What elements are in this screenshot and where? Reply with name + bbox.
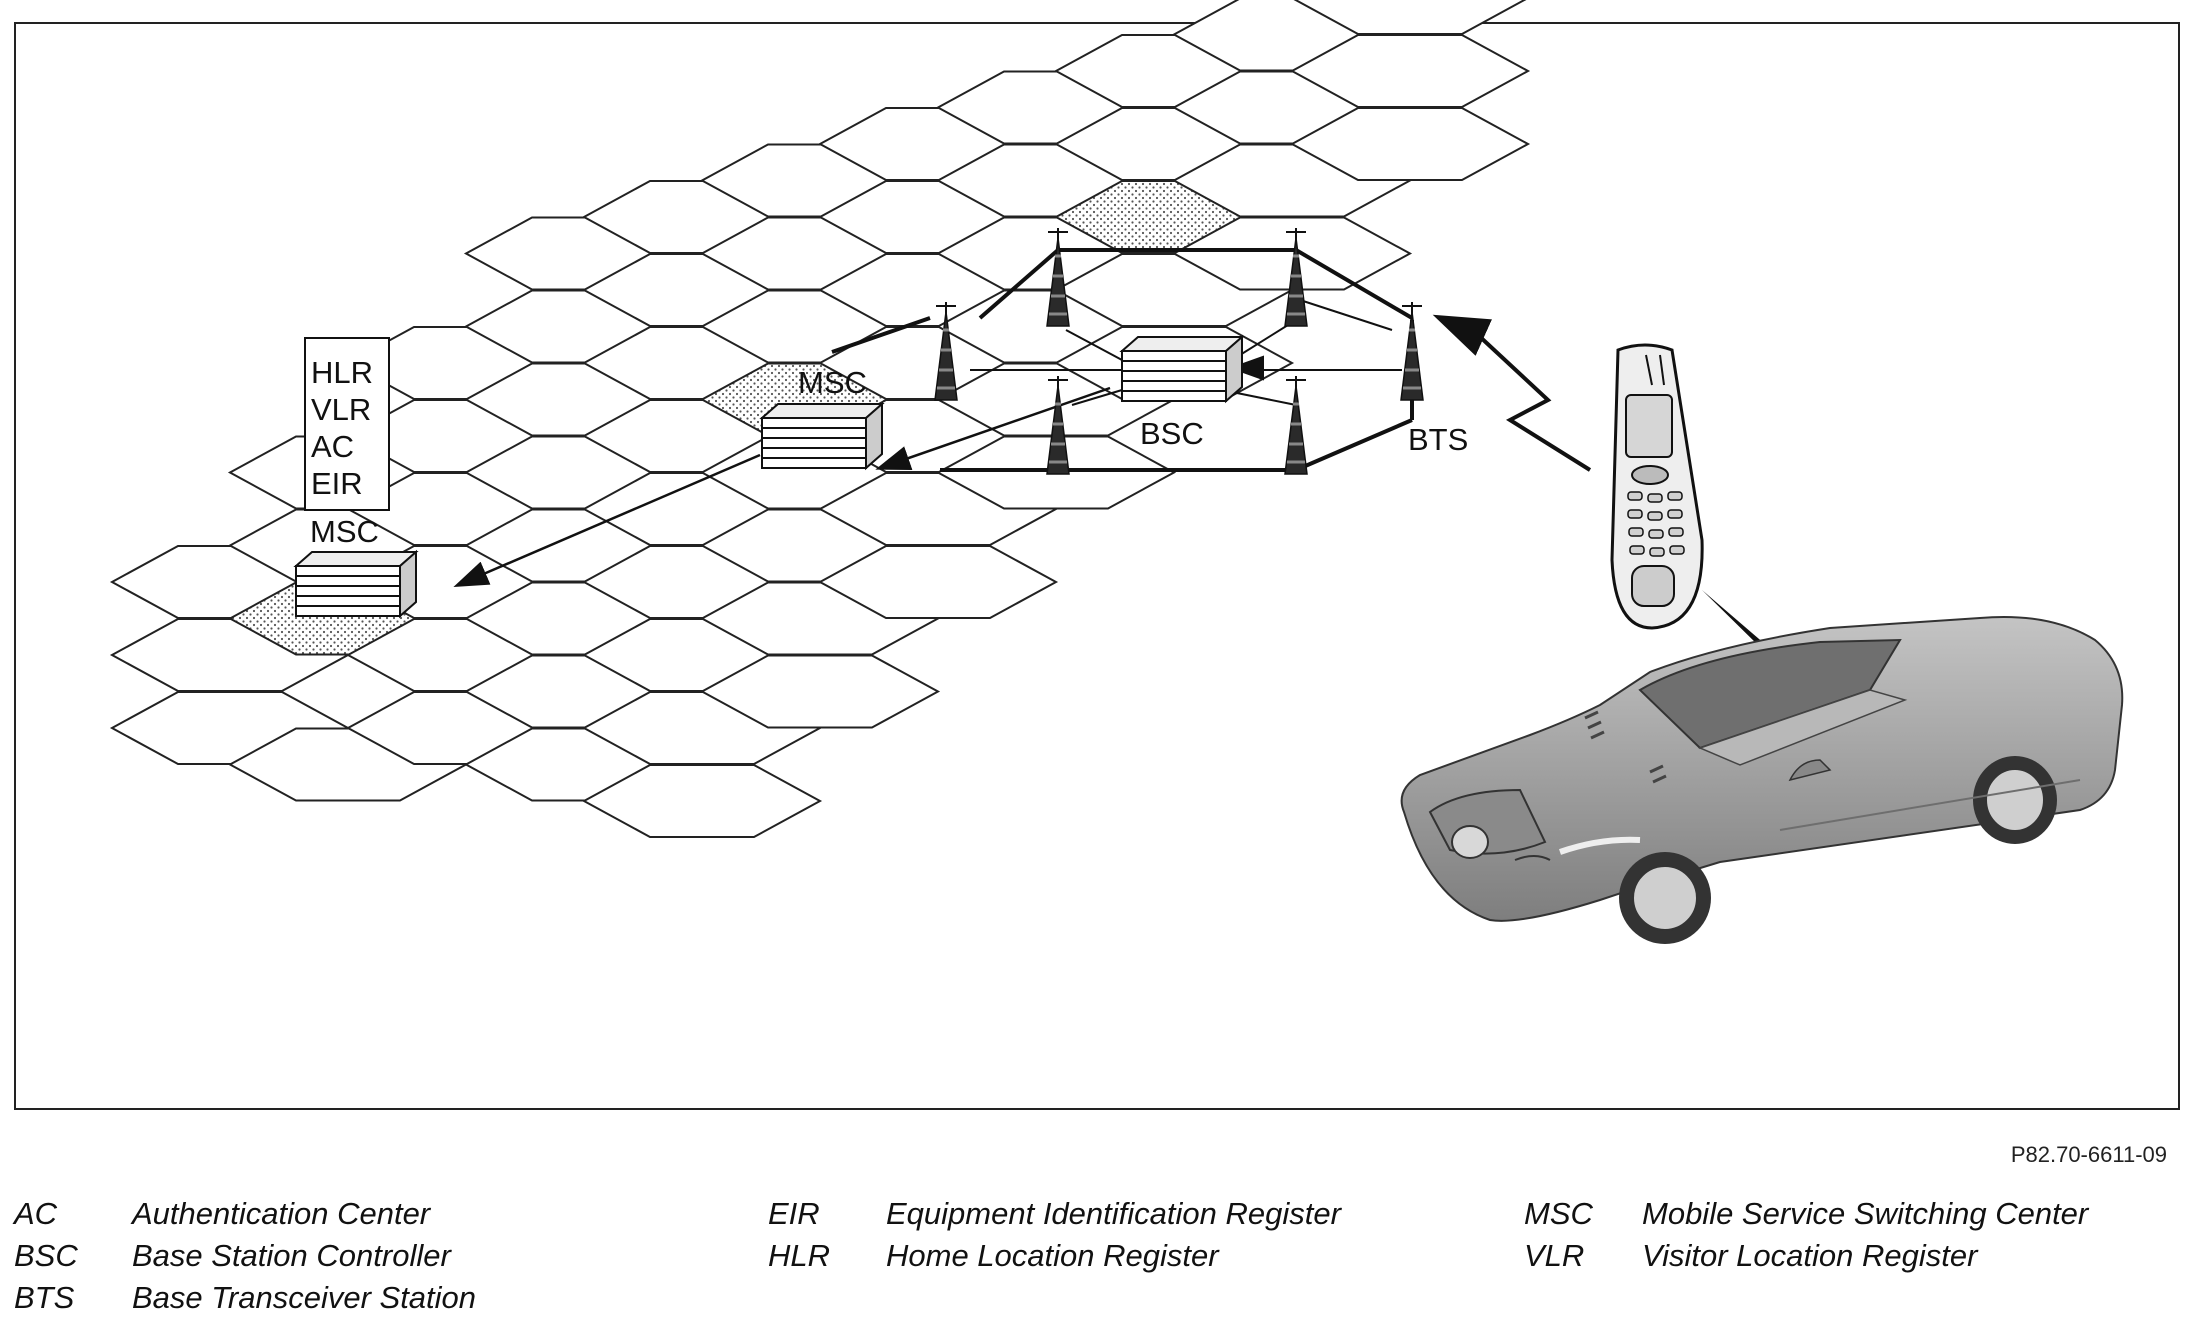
- msc-left-cabinet: [295, 551, 417, 617]
- cell-hexagon: [581, 764, 823, 838]
- network-link: [1071, 389, 1123, 406]
- bts-tower-icon: [1283, 374, 1309, 476]
- cell-hexagon: [699, 654, 941, 729]
- register-label-hlr: HLR: [311, 355, 373, 390]
- legend-abbr: BSC: [14, 1238, 78, 1273]
- network-arrow: [453, 453, 761, 587]
- cell-boundary-link: [831, 316, 931, 354]
- register-label-vlr: VLR: [311, 392, 371, 427]
- legend-abbr: EIR: [768, 1196, 820, 1231]
- cell-boundary-link: [1294, 248, 1414, 320]
- gsm-network-diagram: HLR VLR AC EIR MSC MSC BSC BTS: [109, 0, 2124, 944]
- legend-definition: Equipment Identification Register: [886, 1196, 1341, 1231]
- legend-definition: Visitor Location Register: [1642, 1238, 1978, 1273]
- msc-left-label: MSC: [310, 514, 379, 549]
- legend-abbr: AC: [14, 1196, 58, 1231]
- bsc-label: BSC: [1140, 416, 1204, 451]
- cell-hexagon: [817, 545, 1059, 619]
- legend-abbr: VLR: [1524, 1238, 1585, 1273]
- legend: AC Authentication Center BSC Base Statio…: [14, 1196, 2174, 1326]
- legend-definition: Home Location Register: [886, 1238, 1219, 1273]
- network-link: [1299, 299, 1393, 331]
- cell-boundary-link: [1295, 418, 1413, 472]
- legend-definition: Base Station Controller: [132, 1238, 451, 1273]
- bts-tower-icon: [1399, 300, 1425, 402]
- legend-abbr: HLR: [768, 1238, 831, 1273]
- figure-reference: P82.70-6611-09: [2010, 1142, 2167, 1167]
- legend-definition: Mobile Service Switching Center: [1642, 1196, 2089, 1231]
- radio-link: [1432, 314, 1592, 472]
- bts-label: BTS: [1408, 422, 1468, 457]
- bsc-cabinet: [1121, 336, 1243, 402]
- cell-hexagon: [1171, 216, 1413, 291]
- legend-definition: Authentication Center: [132, 1196, 431, 1231]
- register-label-ac: AC: [311, 429, 354, 464]
- legend-definition: Base Transceiver Station: [132, 1280, 477, 1315]
- cell-boundary-link: [978, 248, 1060, 320]
- register-label-eir: EIR: [311, 466, 363, 501]
- network-link: [1065, 329, 1123, 361]
- msc-center-label: MSC: [798, 365, 867, 400]
- register-box: [304, 337, 390, 511]
- legend-abbr: MSC: [1524, 1196, 1593, 1231]
- legend-abbr: BTS: [14, 1280, 75, 1315]
- car: [1400, 615, 2124, 944]
- msc-center-cabinet: [761, 403, 883, 469]
- cell-hexagon: [1289, 107, 1531, 181]
- network-link: [1231, 391, 1297, 406]
- mobile-phone: [1610, 343, 1704, 630]
- network-arrow: [875, 386, 1111, 470]
